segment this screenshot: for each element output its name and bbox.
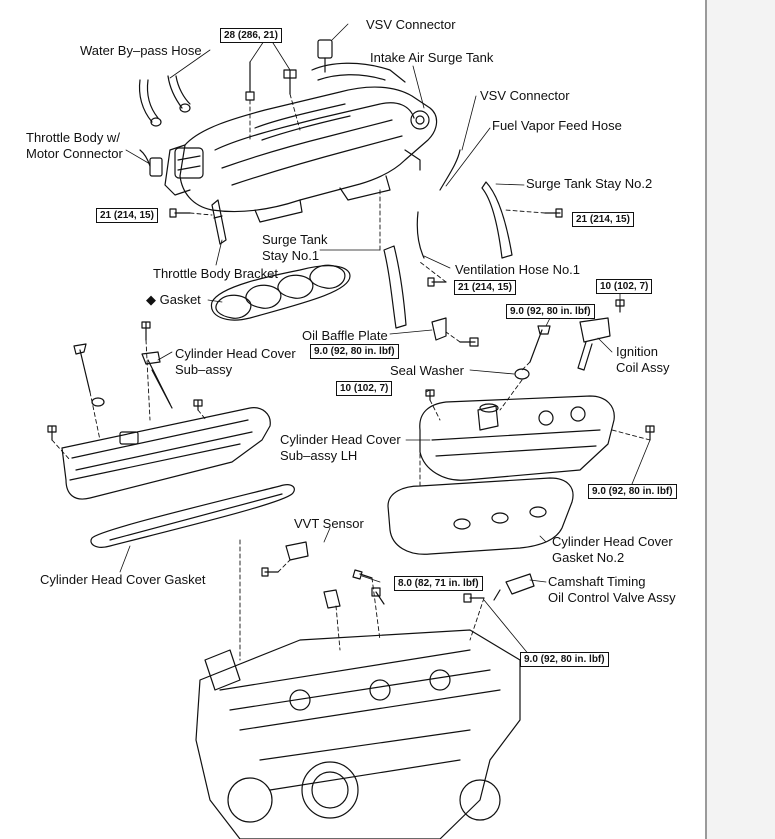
label-surge-tank-stay-no1: Surge Tank Stay No.1: [262, 232, 328, 263]
label-throttle-body-bracket: Throttle Body Bracket: [153, 266, 278, 281]
torque-spec-10-right: 10 (102, 7): [596, 279, 653, 294]
exploded-parts-drawing: [47, 23, 655, 839]
torque-spec-10-left: 10 (102, 7): [336, 381, 393, 396]
bolt-drawing-group: [47, 61, 655, 605]
torque-spec-9-coil: 9.0 (92, 80 in. lbf): [506, 304, 595, 319]
surge-tank-stay-no1-drawing: [383, 245, 407, 329]
camshaft-timing-ocv-drawing: [493, 573, 535, 601]
page-edge-line: [705, 0, 707, 839]
torque-spec-9-baffle: 9.0 (92, 80 in. lbf): [310, 344, 399, 359]
label-oil-baffle-plate: Oil Baffle Plate: [302, 328, 388, 343]
gasket-drawing: [210, 264, 351, 321]
label-cylinder-head-cover-gasket-no2: Cylinder Head Cover Gasket No.2: [552, 534, 673, 565]
label-ventilation-hose-no1: Ventilation Hose No.1: [455, 262, 581, 277]
label-vvt-sensor: VVT Sensor: [294, 516, 364, 531]
torque-spec-9-ocv: 9.0 (92, 80 in. lbf): [520, 652, 609, 667]
label-surge-tank-stay-no2: Surge Tank Stay No.2: [526, 176, 653, 191]
label-cylinder-head-cover-subassy-lh: Cylinder Head Cover Sub–assy LH: [280, 432, 401, 463]
cylinder-head-cover-gasket-left-drawing: [90, 484, 295, 548]
seal-washer-drawing: [514, 368, 530, 380]
label-cylinder-head-cover-gasket: Cylinder Head Cover Gasket: [40, 572, 206, 587]
cylinder-head-cover-gasket-no2-drawing: [387, 477, 574, 555]
label-throttle-body-motor-connector: Throttle Body w/ Motor Connector: [26, 130, 123, 161]
throttle-body-bracket-drawing: [211, 199, 227, 245]
water-bypass-hose-drawing: [138, 75, 191, 127]
ventilation-hose-no1-drawing: [416, 211, 425, 259]
cylinder-head-cover-right-drawing: [419, 395, 615, 481]
ignition-coil-drawing: [577, 317, 611, 371]
label-cylinder-head-cover-subassy: Cylinder Head Cover Sub–assy: [175, 346, 296, 377]
label-intake-air-surge-tank: Intake Air Surge Tank: [370, 50, 494, 65]
throttle-body-connector-drawing: [139, 149, 163, 177]
label-gasket: ◆ Gasket: [146, 292, 201, 307]
torque-spec-21-right: 21 (214, 15): [572, 212, 634, 227]
intake-air-surge-tank-drawing: [164, 39, 438, 223]
torque-spec-21-mid: 21 (214, 15): [454, 280, 516, 295]
label-vsv-connector-top: VSV Connector: [366, 17, 456, 32]
torque-spec-21-left: 21 (214, 15): [96, 208, 158, 223]
label-ignition-coil-assy: Ignition Coil Assy: [616, 344, 670, 375]
label-vsv-connector-right: VSV Connector: [480, 88, 570, 103]
engine-block-drawing: [195, 629, 521, 839]
cylinder-head-cover-left-drawing: [61, 343, 271, 500]
oil-baffle-plate-drawing: [431, 317, 447, 341]
label-seal-washer: Seal Washer: [390, 363, 464, 378]
torque-spec-9-cover: 9.0 (92, 80 in. lbf): [588, 484, 677, 499]
torque-spec-28: 28 (286, 21): [220, 28, 282, 43]
surge-tank-stay-no2-drawing: [481, 181, 513, 259]
torque-spec-8-vvt: 8.0 (82, 71 in. lbf): [394, 576, 483, 591]
vvt-sensor-drawing: [285, 541, 341, 609]
page-edge-shadow: [707, 0, 775, 839]
label-water-bypass-hose: Water By–pass Hose: [80, 43, 202, 58]
label-fuel-vapor-feed-hose: Fuel Vapor Feed Hose: [492, 118, 622, 133]
fuel-vapor-feed-hose-drawing: [439, 149, 461, 191]
label-camshaft-timing-ocv: Camshaft Timing Oil Control Valve Assy: [548, 574, 676, 605]
ignition-coil-bolt-drawing: [529, 325, 551, 363]
